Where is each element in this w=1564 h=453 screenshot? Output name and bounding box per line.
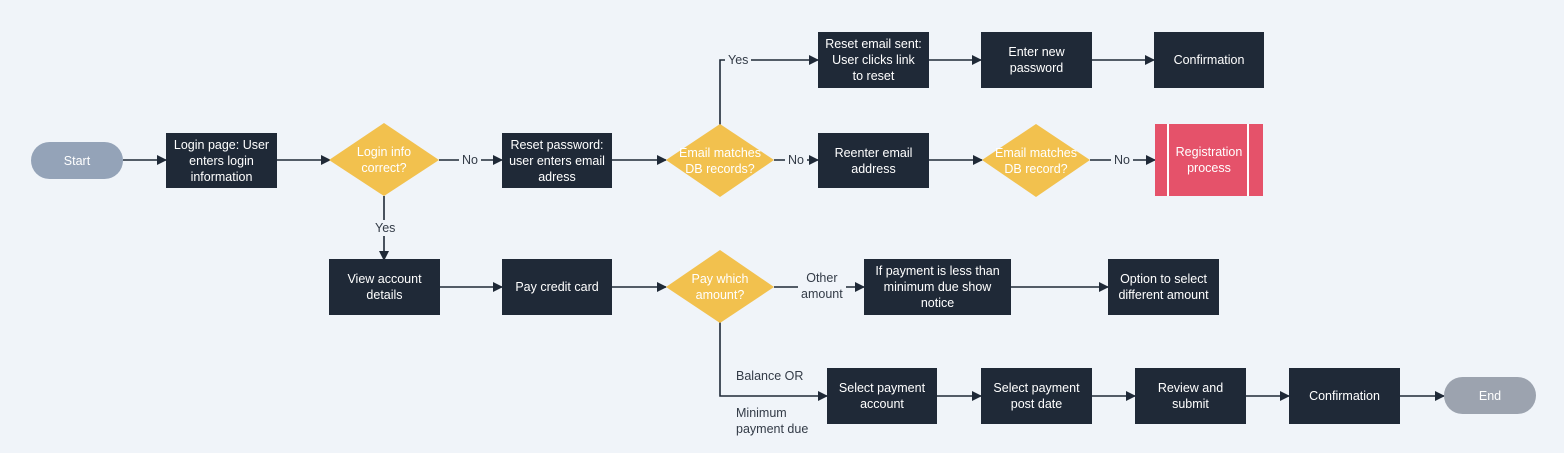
reset-email-sent-label: Reset email sent: User clicks link to re… [825, 37, 922, 83]
diamond-email-matches [666, 124, 774, 197]
email-matches-label: Email matches DB records? [679, 145, 761, 176]
confirmation-top-label: Confirmation [1173, 53, 1245, 67]
view-account-label: View account details [347, 272, 422, 302]
option-select-label: Option to select different amount [1118, 272, 1209, 302]
select-account-label: Select payment account [838, 381, 926, 411]
edge-label-no-2: No [785, 152, 807, 168]
edge-label-yes-email: Yes [725, 52, 752, 68]
review-submit-label: Review and submit [1157, 381, 1224, 411]
select-account-box: Select payment account [827, 368, 937, 424]
view-account-box: View account details [329, 259, 440, 315]
edge-label-yes-login: Yes [373, 220, 398, 236]
pay-which-label: Pay which amount? [691, 271, 749, 302]
payment-less-box: If payment is less than minimum due show… [864, 259, 1011, 315]
start-terminal: Start [31, 142, 123, 179]
pay-credit-card-label: Pay credit card [515, 280, 599, 294]
edge-label-other-amount: Other amount [798, 270, 846, 302]
diamond-email-matches-2 [982, 124, 1090, 197]
edge-label-minimum-due: Minimum payment due [736, 406, 809, 436]
end-terminal: End [1444, 377, 1536, 414]
select-date-label: Select payment post date [993, 381, 1080, 411]
pay-credit-card-box: Pay credit card [502, 259, 612, 315]
email-matches-2-label: Email matches DB record? [995, 145, 1077, 176]
login-page-box: Login page: User enters login informatio… [166, 133, 277, 188]
registration-label: Registration process [1175, 145, 1243, 175]
enter-new-password-box: Enter new password [981, 32, 1092, 88]
review-submit-box: Review and submit [1135, 368, 1246, 424]
confirmation-bottom-label: Confirmation [1309, 389, 1380, 403]
enter-new-password-label: Enter new password [1008, 45, 1065, 75]
reset-password-box: Reset password: user enters email adress [502, 133, 612, 188]
select-date-box: Select payment post date [981, 368, 1092, 424]
reset-password-label: Reset password: user enters email adress [509, 137, 605, 184]
confirmation-top-box: Confirmation [1154, 32, 1264, 88]
reenter-email-box: Reenter email address [818, 133, 929, 188]
option-select-box: Option to select different amount [1108, 259, 1219, 315]
reenter-email-label: Reenter email address [834, 145, 913, 176]
registration-right-bar [1247, 124, 1249, 196]
reset-email-sent-box: Reset email sent: User clicks link to re… [818, 32, 929, 88]
confirmation-bottom-box: Confirmation [1289, 368, 1400, 424]
payment-less-label: If payment is less than minimum due show… [875, 264, 1000, 310]
login-page-label: Login page: User enters login informatio… [173, 137, 270, 184]
diamond-pay-which [666, 250, 774, 323]
login-correct-label: Login info correct? [356, 144, 412, 175]
start-label: Start [63, 153, 91, 168]
edge-which-selectaccount [719, 322, 828, 401]
edge-label-no-3: No [1111, 152, 1133, 168]
registration-process-box: Registration process [1155, 124, 1263, 196]
end-label: End [1478, 388, 1502, 403]
diamond-login-correct [329, 123, 439, 196]
edge-label-no-1: No [459, 152, 481, 168]
edge-emailmatch-resetsent [719, 55, 819, 125]
edge-label-balance-or: Balance OR [736, 369, 804, 383]
registration-left-bar [1167, 124, 1169, 196]
